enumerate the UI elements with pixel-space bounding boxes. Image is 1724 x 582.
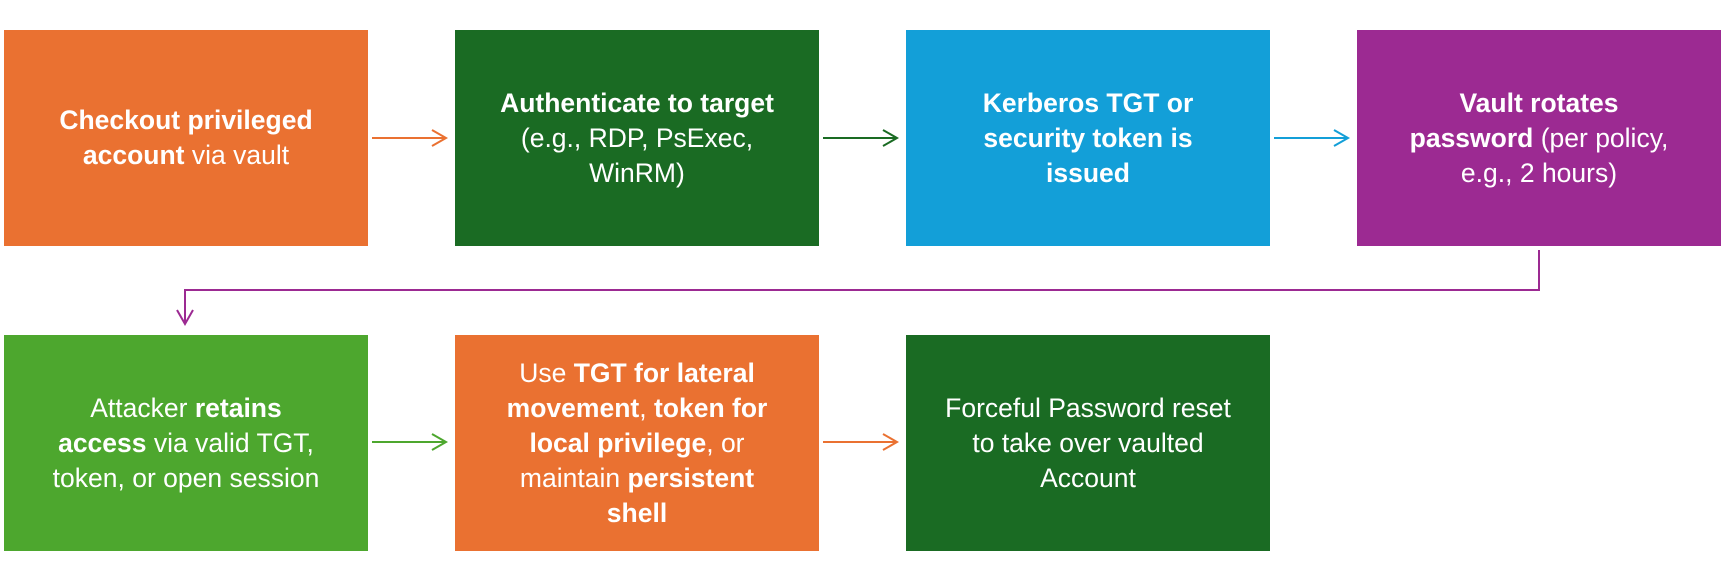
step-text-line: Attacker retains — [53, 391, 320, 426]
step-text-line: Account — [945, 461, 1231, 496]
step-text-bold: shell — [606, 497, 668, 528]
step-text-regular: (e.g., RDP, PsExec, — [520, 122, 754, 153]
step-text: Kerberos TGT or security token is issued — [983, 86, 1194, 191]
step-text-bold: Kerberos TGT or — [982, 87, 1194, 118]
step-text-bold: account — [82, 140, 185, 170]
step-text-bold: Checkout privileged — [59, 105, 313, 135]
step-text-line: access via valid TGT, — [53, 426, 320, 461]
step-text-regular: Forceful Password reset — [945, 392, 1231, 423]
step-text-bold: persistent — [627, 462, 755, 493]
arrow-step3-to-step4 — [1274, 129, 1351, 147]
step-forceful-password-reset: Forceful Password reset to take over vaul… — [906, 335, 1270, 551]
step-text-line: Checkout privileged — [59, 103, 312, 138]
step-text-line: to take over vaulted — [945, 426, 1231, 461]
step-text-line: Use TGT for lateral — [507, 356, 768, 391]
step-text-regular: e.g., 2 hours) — [1460, 157, 1618, 188]
step-text-line: local privilege, or — [507, 426, 768, 461]
step-text-line: Kerberos TGT or — [983, 86, 1194, 121]
step-text-line: (e.g., RDP, PsExec, — [500, 121, 774, 156]
step-text-bold: token for — [653, 392, 768, 423]
step-text-bold: access — [58, 427, 147, 458]
step-text-regular: token, or open session — [52, 462, 320, 493]
step-text-regular: via vault — [184, 140, 290, 170]
step-text-line: WinRM) — [500, 156, 774, 191]
step-text-line: account via vault — [59, 138, 312, 173]
step-text: Forceful Password reset to take over vaul… — [945, 391, 1231, 496]
step-text-regular: maintain — [519, 462, 628, 493]
step-text-regular: , or — [706, 427, 745, 458]
step-text-line: shell — [507, 496, 768, 531]
step-text-line: e.g., 2 hours) — [1410, 156, 1669, 191]
arrow-step6-to-step7 — [823, 433, 900, 451]
step-text-regular: Account — [1040, 462, 1136, 493]
step-text-regular: to take over vaulted — [972, 427, 1204, 458]
step-text-bold: local privilege — [529, 427, 707, 458]
arrow-step1-to-step2 — [372, 129, 449, 147]
step-text-bold: retains — [194, 392, 282, 423]
step-text-line: token, or open session — [53, 461, 320, 496]
step-text-line: movement, token for — [507, 391, 768, 426]
arrow-step5-to-step6 — [372, 433, 449, 451]
step-text-line: maintain persistent — [507, 461, 768, 496]
step-text-line: security token is — [983, 121, 1194, 156]
step-text-regular: , — [639, 392, 654, 423]
step-text-line: password (per policy, — [1410, 121, 1669, 156]
step-text-bold: Vault rotates — [1459, 87, 1619, 118]
step-text-regular: WinRM) — [589, 157, 685, 188]
arrow-step2-to-step3 — [823, 129, 900, 147]
step-text-line: issued — [983, 156, 1194, 191]
step-authenticate-to-target: Authenticate to target (e.g., RDP, PsExec… — [455, 30, 819, 246]
step-text-line: Forceful Password reset — [945, 391, 1231, 426]
arrow-step4-to-step5 — [176, 250, 1540, 327]
step-text-bold: password — [1409, 122, 1534, 153]
step-text-bold: security token is — [983, 122, 1193, 153]
step-text-bold: TGT for lateral — [573, 357, 755, 388]
step-text-regular: Use — [519, 357, 574, 388]
step-text-line: Vault rotates — [1410, 86, 1669, 121]
step-text-bold: Authenticate to target — [500, 87, 774, 118]
step-text-line: Authenticate to target — [500, 86, 774, 121]
step-text: Authenticate to target (e.g., RDP, PsExec… — [500, 86, 774, 191]
step-text-regular: (per policy, — [1533, 122, 1669, 153]
step-text-bold: movement — [506, 392, 640, 423]
step-text-bold: issued — [1046, 157, 1130, 188]
step-text-regular: via valid TGT, — [146, 427, 314, 458]
step-kerberos-tgt-issued: Kerberos TGT or security token is issued — [906, 30, 1270, 246]
step-text-regular: Attacker — [90, 392, 195, 423]
